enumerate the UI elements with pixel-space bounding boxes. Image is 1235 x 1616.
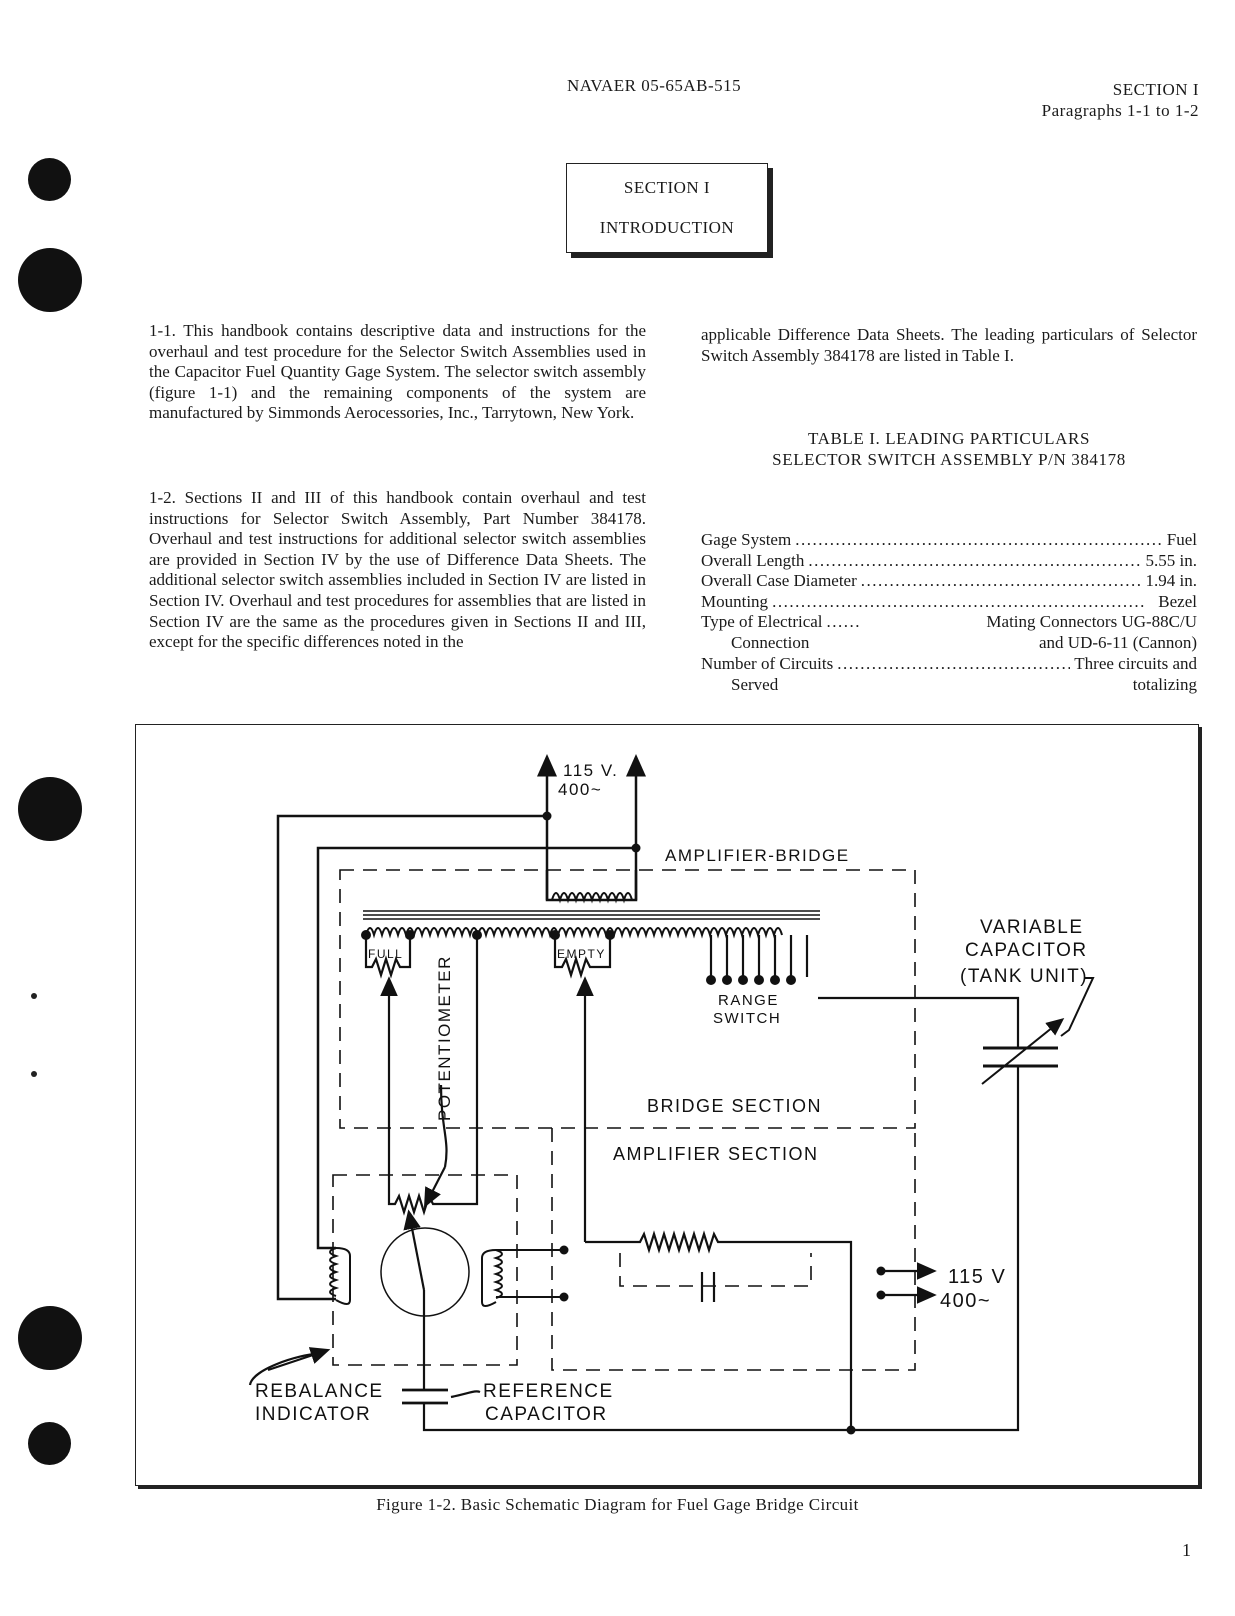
amplifier-bridge-label: AMPLIFIER-BRIDGE: [665, 846, 850, 865]
page-number: 1: [1182, 1540, 1191, 1560]
section-label: SECTION I: [1112, 80, 1199, 99]
wire: [276, 814, 547, 1301]
variable-capacitor-label: VARIABLE: [980, 917, 1084, 938]
table-row: Overall Length .........................…: [701, 551, 1197, 572]
leader-dots: ........................................…: [808, 551, 1142, 570]
paragraphs-label: Paragraphs 1-1 to 1-2: [1041, 101, 1199, 120]
table-row-label: Overall Length: [701, 551, 805, 570]
wire: [467, 935, 479, 1206]
bridge-section-label: BRIDGE SECTION: [647, 1096, 822, 1116]
binder-hole: [28, 158, 71, 201]
supply-top-voltage-label: 115 V.: [563, 761, 618, 780]
binder-hole: [18, 777, 82, 841]
motor-coil-right: [492, 1249, 503, 1299]
supply-right-voltage-label: 115 V: [948, 1266, 1006, 1288]
motor-coil-left-frame: [335, 1247, 351, 1305]
feedback-resistor: [585, 1230, 853, 1430]
leader-dots: ......: [826, 612, 862, 631]
reference-leader: [450, 1390, 481, 1399]
variable-capacitor-arrow: [981, 1017, 1065, 1085]
wire: [316, 846, 636, 1250]
table-title-line2: SELECTOR SWITCH ASSEMBLY P/N 384178: [772, 449, 1126, 469]
wire: [422, 1110, 1020, 1432]
table-row-label: Gage System: [701, 530, 792, 549]
variable-capacitor-symbol: [983, 1046, 1058, 1068]
rebalance-indicator-outline: [332, 1174, 518, 1366]
table-row-value: Bezel: [1158, 592, 1197, 611]
transformer-core: [363, 910, 820, 920]
supply-right-frequency-label: 400~: [940, 1290, 991, 1312]
table-row-value: and UD-6-11 (Cannon): [1039, 633, 1197, 652]
table-row: Gage System ............................…: [701, 530, 1197, 551]
motor-coil-left: [329, 1247, 340, 1297]
table-row-label: Number of Circuits: [701, 654, 834, 673]
bridge-section-outline: [339, 869, 916, 1129]
table-row-label: Overall Case Diameter: [701, 571, 857, 590]
rebalance-indicator-label: INDICATOR: [255, 1404, 371, 1425]
table-title: TABLE I. LEADING PARTICULARS SELECTOR SW…: [701, 429, 1197, 470]
tank-unit-leader: [1060, 977, 1095, 1037]
reference-capacitor-label: CAPACITOR: [485, 1404, 608, 1425]
potentiometer-pointer: [423, 1166, 446, 1208]
rebalance-leader-arrow: [267, 1347, 331, 1372]
transformer-primary-coil: [551, 892, 633, 904]
range-switch-label: SWITCH: [713, 1010, 781, 1027]
motor-shaft: [403, 1209, 426, 1291]
figure-caption: Figure 1-2. Basic Schematic Diagram for …: [376, 1495, 859, 1514]
paragraph-1-1: 1-1. This handbook contains descriptive …: [149, 321, 646, 423]
table-row-value: Mating Connectors UG-88C/U: [986, 612, 1197, 631]
section-title: SECTION I: [623, 178, 711, 197]
document-number: NAVAER 05-65AB-515: [567, 76, 742, 95]
table-row-label: Connection: [731, 633, 810, 652]
figure-frame: [135, 724, 1199, 1486]
binder-hole: [18, 248, 82, 312]
table-row-label: Mounting: [701, 592, 769, 611]
table-row-label: Type of Electrical: [701, 612, 823, 631]
full-label: FULL: [368, 947, 403, 961]
speck: [31, 993, 37, 999]
junction-dots: [361, 811, 886, 1435]
table-row: Type of Electrical ...... Mating Connect…: [701, 612, 1197, 633]
table-row: Overall Case Diameter ..................…: [701, 571, 1197, 592]
rebalance-indicator-label: REBALANCE: [255, 1381, 384, 1402]
empty-resistor: [553, 935, 612, 979]
potentiometer-label: POTENTIOMETER: [435, 955, 454, 1121]
table-row: Mounting ...............................…: [701, 592, 1197, 613]
leader-dots: ........................................…: [795, 530, 1163, 549]
wire: [818, 996, 1020, 1048]
table-row-value: Fuel: [1166, 530, 1197, 549]
table-title-line1: TABLE I. LEADING PARTICULARS: [807, 429, 1090, 448]
section-title-box: SECTION I INTRODUCTION: [566, 163, 768, 253]
binder-hole: [18, 1306, 82, 1370]
section-subtitle: INTRODUCTION: [599, 218, 735, 237]
speck: [31, 1071, 37, 1077]
binder-hole: [28, 1422, 71, 1465]
table-row-value: 1.94 in.: [1145, 571, 1197, 590]
amplifier-section-label: AMPLIFIER SECTION: [613, 1144, 819, 1164]
motor-coil-right-frame: [481, 1249, 497, 1307]
range-switch-label: RANGE: [718, 992, 779, 1009]
transformer-secondary-coil: [365, 927, 783, 939]
variable-capacitor-label: CAPACITOR: [965, 940, 1088, 961]
feedback-capacitor-outline: [619, 1253, 812, 1287]
leader-dots: ........................................…: [772, 592, 1146, 611]
reference-capacitor-label: REFERENCE: [483, 1381, 614, 1402]
table-row: Number of Circuits .....................…: [701, 654, 1197, 675]
full-resistor: [364, 935, 412, 979]
amplifier-section-outline: [551, 1128, 916, 1371]
leader-dots: ........................................…: [837, 654, 1070, 673]
table-row-label: Served: [731, 675, 779, 694]
tank-unit-label: (TANK UNIT): [960, 966, 1088, 987]
potentiometer-leader: [439, 1084, 448, 1168]
table-row-value: 5.55 in.: [1145, 551, 1197, 570]
supply-top-frequency-label: 400~: [558, 780, 602, 799]
table-row-value: totalizing: [1132, 675, 1197, 694]
paragraph-1-2: 1-2. Sections II and III of this handboo…: [149, 488, 646, 652]
empty-label: EMPTY: [557, 947, 606, 961]
leader-dots: ........................................…: [860, 571, 1142, 590]
paragraph-1-2-continued: applicable Difference Data Sheets. The l…: [701, 325, 1197, 365]
table-row-value: Three circuits and: [1074, 654, 1197, 673]
